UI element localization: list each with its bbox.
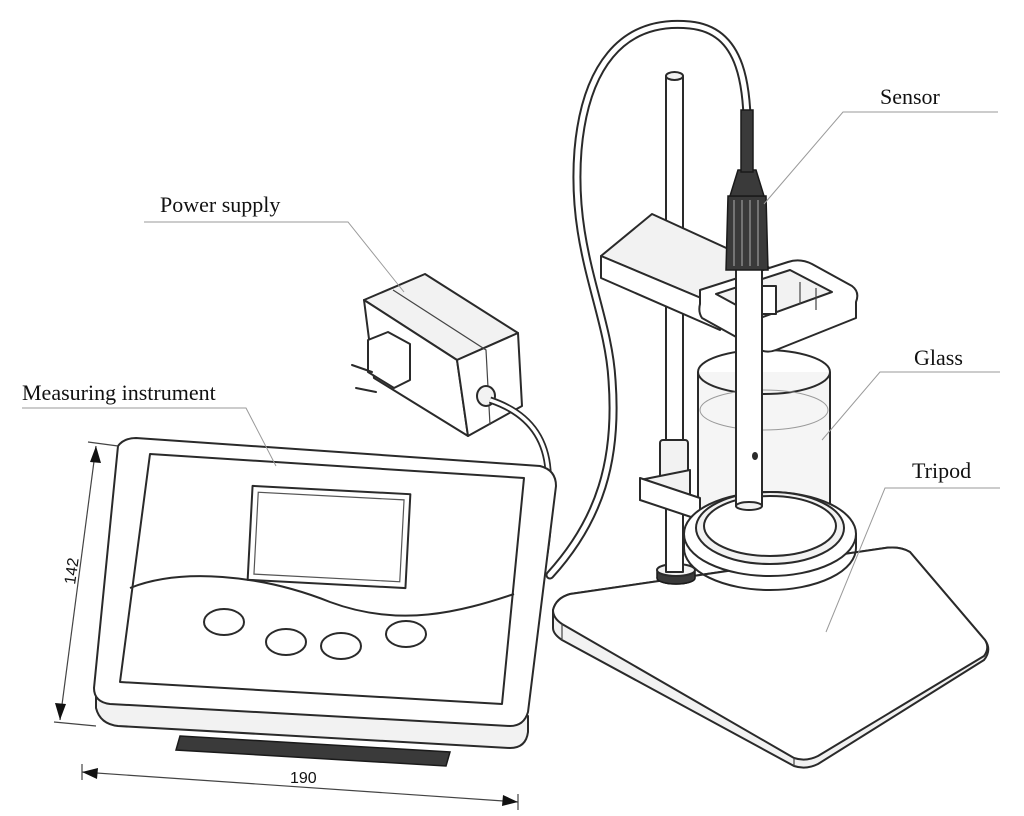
dimension-height: 142 — [53, 441, 119, 727]
height-dimension-label: 142 — [62, 557, 83, 586]
measuring-instrument-label: Measuring instrument — [22, 380, 216, 405]
instrument-button-4 — [385, 620, 427, 648]
instrument-button-2 — [265, 628, 307, 656]
measuring-instrument — [93, 437, 557, 767]
dimension-width: 190 — [81, 764, 519, 810]
tripod-base — [552, 546, 990, 769]
glass-holder-ring — [639, 469, 857, 591]
tripod-rod — [659, 71, 689, 573]
instrument-button-3 — [320, 632, 362, 660]
glass-label: Glass — [914, 345, 963, 370]
width-dimension-label: 190 — [290, 770, 317, 787]
callout-leaders — [22, 111, 1000, 633]
instrument-button-1 — [203, 608, 245, 636]
power-supply-label: Power supply — [160, 192, 280, 217]
sensor-electrode — [725, 109, 769, 511]
sensor-label: Sensor — [880, 84, 941, 109]
tripod-label: Tripod — [912, 458, 971, 483]
power-supply-adapter — [351, 273, 553, 577]
